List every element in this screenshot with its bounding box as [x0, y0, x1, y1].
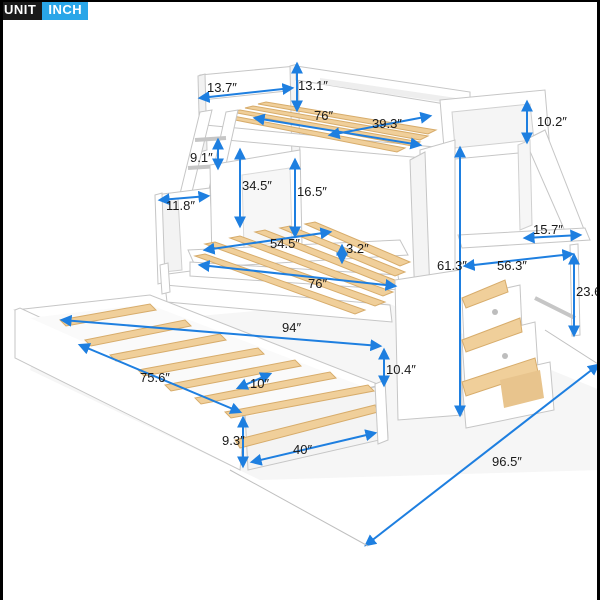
- label-shelf-height: 10.2″: [537, 114, 567, 129]
- label-clearance-under-top: 34.5″: [242, 178, 272, 193]
- label-bottom-bunk-width: 54.5″: [270, 236, 300, 251]
- arrow-trundle-width: [249, 429, 378, 466]
- label-desk-length: 56.3″: [497, 258, 527, 273]
- label-overall-height: 61.3″: [437, 258, 467, 273]
- arrow-desk-length: [462, 249, 575, 271]
- label-headboard-width: 13.7″: [207, 80, 237, 95]
- label-bed-floor-clearance: 10.4″: [386, 362, 416, 377]
- label-trundle-overall-length: 94″: [282, 320, 301, 335]
- label-stair-depth: 11.8″: [166, 198, 195, 213]
- label-top-bunk-width: 39.3″: [372, 116, 402, 131]
- arrow-bottom-bunk-length: [197, 260, 398, 291]
- arrow-desk-depth: [522, 229, 583, 244]
- arrow-headboard-width: [197, 83, 295, 103]
- dimension-arrows: [59, 61, 583, 469]
- label-desk-depth: 15.7″: [533, 222, 563, 237]
- label-overall-length: 96.5″: [492, 454, 522, 469]
- label-trundle-height: 9.3″: [222, 433, 245, 448]
- overall-length-dimension: [229, 329, 600, 547]
- arrow-bottom-bunk-width: [202, 227, 333, 255]
- dimension-labels: 13.7″ 13.1″ 76″ 39.3″ 10.2″ 9.1″ 34.5″ 1…: [140, 78, 600, 469]
- label-trundle-inner-length: 75.6″: [140, 370, 170, 385]
- arrow-trundle-inner-length: [77, 343, 243, 414]
- arrow-stair-depth: [157, 190, 211, 206]
- arrow-top-bunk-width: [327, 111, 433, 140]
- label-trundle-slat-gap: 10″: [250, 376, 269, 391]
- top-bunk: [197, 63, 551, 163]
- arrow-trundle-slat-gap: [235, 372, 273, 390]
- label-top-bunk-length: 76″: [314, 108, 333, 123]
- label-slat-gap: 3.2″: [346, 241, 369, 256]
- unit-badge-unit: UNIT: [0, 0, 43, 20]
- label-headboard-lower: 16.5″: [297, 184, 327, 199]
- label-trundle-width: 40″: [293, 442, 312, 457]
- label-ladder-step: 9.1″: [190, 150, 213, 165]
- arrow-trundle-overall-length: [59, 314, 383, 352]
- label-guardrail-height: 13.1″: [298, 78, 328, 93]
- unit-badge: UNIT INCH: [0, 0, 89, 20]
- label-desk-height: 23.6″: [576, 284, 600, 299]
- label-bottom-bunk-length: 76″: [308, 276, 327, 291]
- unit-badge-inch: INCH: [42, 0, 89, 20]
